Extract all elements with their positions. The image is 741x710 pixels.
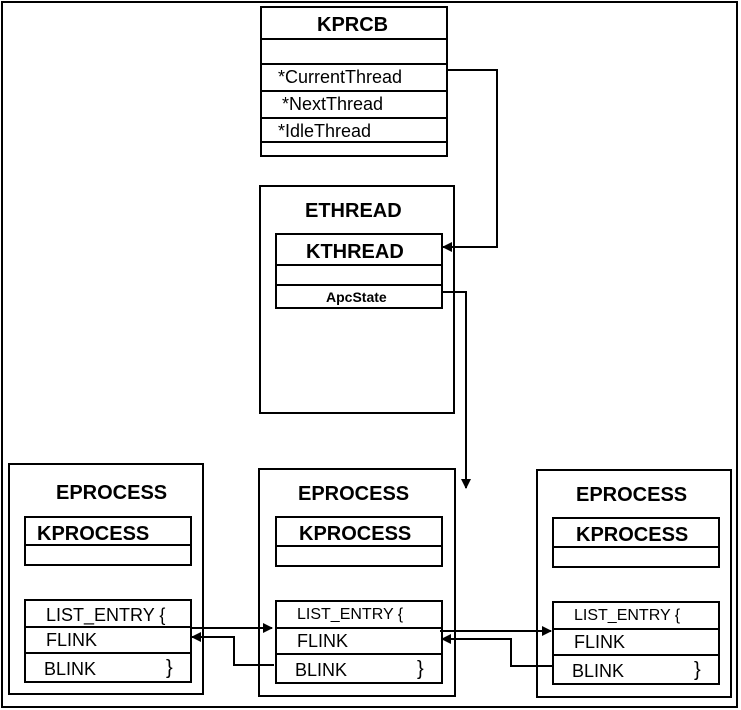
kprcb-next-thread-label: *NextThread — [282, 94, 384, 114]
kprcb-box: KPRCB *CurrentThread *NextThread *IdleTh… — [260, 6, 448, 157]
apc-state-label: ApcState — [326, 289, 387, 305]
list-entry-right-label: LIST_ENTRY { — [574, 607, 681, 624]
kthread-row-apc-state: ApcState — [277, 284, 441, 307]
kprocess-left-title: KPROCESS — [37, 523, 150, 545]
list-entry-center-box: LIST_ENTRY { FLINK BLINK } — [275, 600, 443, 684]
ethread-box: ETHREAD KTHREAD ApcState — [259, 185, 455, 414]
flink-right-label: FLINK — [574, 632, 626, 652]
kprocess-right-row-blank — [554, 546, 718, 566]
kthread-box: KTHREAD ApcState — [275, 233, 443, 309]
kprocess-center-box: KPROCESS — [275, 516, 443, 567]
eprocess-center-title: EPROCESS — [298, 483, 410, 505]
flink-left-label: FLINK — [46, 630, 98, 650]
kprocess-center-row-blank — [277, 545, 441, 565]
blink-left-label: BLINK — [44, 659, 97, 679]
eprocess-center-box: EPROCESS KPROCESS LIST_ENTRY { FLINK BLI… — [258, 468, 456, 697]
ethread-title: ETHREAD — [305, 200, 402, 222]
kprcb-row-current-thread: *CurrentThread — [262, 63, 446, 90]
kprcb-title: KPRCB — [317, 14, 389, 36]
blink-center-label: BLINK — [295, 660, 348, 680]
kprcb-row-idle-thread: *IdleThread — [262, 117, 446, 141]
flink-right-row: FLINK — [554, 628, 718, 654]
blink-center-close-brace: } — [417, 658, 424, 680]
kprcb-row-next-thread: *NextThread — [262, 90, 446, 117]
kthread-row-blank — [277, 264, 441, 284]
blink-right-row: BLINK } — [554, 654, 718, 683]
eprocess-left-title: EPROCESS — [56, 482, 168, 504]
eprocess-right-title: EPROCESS — [576, 484, 688, 506]
list-entry-left-label: LIST_ENTRY { — [46, 605, 166, 625]
kprocess-right-title: KPROCESS — [576, 524, 689, 546]
kprocess-center-title: KPROCESS — [299, 523, 412, 545]
kprocess-left-row-blank — [26, 544, 190, 564]
blink-left-close-brace: } — [166, 657, 173, 679]
list-entry-center-label: LIST_ENTRY { — [297, 606, 404, 623]
list-entry-right-box: LIST_ENTRY { FLINK BLINK } — [552, 601, 720, 685]
eprocess-left-box: EPROCESS KPROCESS LIST_ENTRY { FLINK BLI… — [8, 463, 204, 695]
eprocess-right-box: EPROCESS KPROCESS LIST_ENTRY { FLINK BLI… — [536, 469, 732, 698]
kprcb-row-blank-bottom — [262, 141, 446, 157]
list-entry-left-box: LIST_ENTRY { FLINK BLINK } — [24, 599, 192, 683]
kthread-title: KTHREAD — [306, 241, 404, 263]
kprcb-current-thread-label: *CurrentThread — [278, 67, 403, 87]
kprcb-idle-thread-label: *IdleThread — [278, 121, 372, 141]
blink-left-row: BLINK } — [26, 652, 190, 681]
kprocess-left-box: KPROCESS — [24, 516, 192, 566]
kprocess-right-box: KPROCESS — [552, 517, 720, 568]
flink-left-row: FLINK — [26, 626, 190, 652]
blink-right-close-brace: } — [694, 659, 701, 681]
kprcb-row-blank — [262, 38, 446, 63]
blink-center-row: BLINK } — [277, 653, 441, 682]
flink-center-label: FLINK — [297, 631, 349, 651]
blink-right-label: BLINK — [572, 661, 625, 681]
flink-center-row: FLINK — [277, 627, 441, 653]
